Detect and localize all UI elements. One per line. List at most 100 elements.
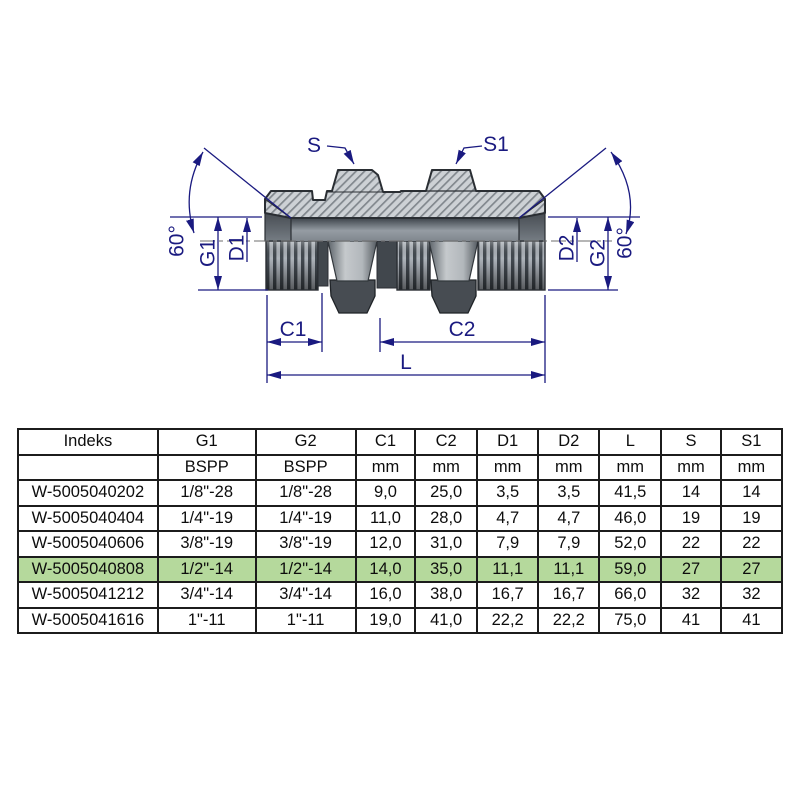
table-cell: 1/4"-19	[254, 504, 357, 532]
label-c2: C2	[449, 318, 476, 341]
table-cell: 3/4"-14	[156, 581, 257, 609]
technical-drawing: S S1 60° 60° G1 D1 D2 G2 C1 C2 L	[165, 133, 640, 383]
table-cell: 3,5	[537, 479, 601, 507]
table-cell: 11,1	[537, 555, 601, 583]
table-cell: 12,0	[354, 530, 417, 558]
hex-nut-s1	[428, 240, 479, 282]
table-cell: 3,5	[476, 479, 540, 507]
table-cell: 19,0	[354, 606, 417, 634]
table-cell: D2	[537, 428, 601, 456]
table-cell: 22,2	[476, 606, 540, 634]
table-cell: 41	[719, 606, 784, 634]
table-cell: 7,9	[476, 530, 540, 558]
hex-nut-s1-bottom	[430, 279, 477, 314]
table-cell: 41,5	[598, 479, 663, 507]
hex-nut-s	[327, 240, 378, 282]
table-cell: 41,0	[414, 606, 479, 634]
table-cell: W-5005041212	[17, 581, 159, 609]
table-cell: 3/4"-14	[254, 581, 357, 609]
table-cell: 25,0	[414, 479, 479, 507]
table-cell: 1/2"-14	[156, 555, 257, 583]
table-cell: 19	[719, 504, 784, 532]
table-cell: 75,0	[598, 606, 663, 634]
table-cell: mm	[414, 453, 479, 481]
table-cell: 22	[660, 530, 722, 558]
table-cell: W-5005040808	[17, 555, 159, 583]
table-cell: mm	[598, 453, 663, 481]
table-cell: 16,7	[476, 581, 540, 609]
label-g2: G2	[586, 239, 609, 267]
table-cell: W-5005041616	[17, 606, 159, 634]
table-cell: 59,0	[598, 555, 663, 583]
table-cell: BSPP	[254, 453, 357, 481]
table-cell: S	[660, 428, 722, 456]
table-cell: D1	[476, 428, 540, 456]
table-cell: 1/8"-28	[254, 479, 357, 507]
table-cell: G2	[254, 428, 357, 456]
table-cell: C2	[414, 428, 479, 456]
table-cell: 1/2"-14	[254, 555, 357, 583]
label-d2: D2	[555, 235, 578, 262]
table-cell: Indeks	[17, 428, 159, 456]
neck	[376, 240, 398, 289]
table-cell	[17, 453, 159, 481]
label-c1: C1	[280, 318, 307, 341]
label-g1: G1	[196, 239, 219, 267]
leader-s	[326, 145, 355, 165]
label-angle-right: 60°	[613, 227, 636, 259]
table-cell: W-5005040202	[17, 479, 159, 507]
table-cell: L	[598, 428, 663, 456]
table-cell: mm	[660, 453, 722, 481]
table-cell: 3/8"-19	[156, 530, 257, 558]
table-cell: W-5005040404	[17, 504, 159, 532]
table-cell: 27	[719, 555, 784, 583]
table-cell: 3/8"-19	[254, 530, 357, 558]
leader-s1	[455, 145, 483, 165]
table-cell: 28,0	[414, 504, 479, 532]
table-cell: W-5005040606	[17, 530, 159, 558]
table-cell: 27	[660, 555, 722, 583]
table-cell: 1/4"-19	[156, 504, 257, 532]
table-cell: 52,0	[598, 530, 663, 558]
section-profile	[264, 169, 546, 219]
table-cell: BSPP	[156, 453, 257, 481]
table-cell: 31,0	[414, 530, 479, 558]
table-cell: S1	[719, 428, 784, 456]
table-cell: 32	[660, 581, 722, 609]
table-cell: 14	[719, 479, 784, 507]
table-cell: 46,0	[598, 504, 663, 532]
table-cell: mm	[537, 453, 601, 481]
table-cell: 32	[719, 581, 784, 609]
table-cell: 11,0	[354, 504, 417, 532]
label-l: L	[400, 351, 412, 374]
fitting-lower-half	[265, 240, 546, 314]
table-cell: 11,1	[476, 555, 540, 583]
label-s1: S1	[483, 133, 509, 156]
table-cell: 19	[660, 504, 722, 532]
table-cell: 1"-11	[156, 606, 257, 634]
table-cell: C1	[354, 428, 417, 456]
hex-nut-s-bottom	[329, 279, 376, 314]
table-cell: mm	[476, 453, 540, 481]
table-cell: 35,0	[414, 555, 479, 583]
table-cell: 41	[660, 606, 722, 634]
table-cell: 1/8"-28	[156, 479, 257, 507]
table-cell: mm	[719, 453, 784, 481]
table-cell: 16,7	[537, 581, 601, 609]
table-cell: 16,0	[354, 581, 417, 609]
neck	[317, 240, 329, 287]
dimension-labels: S S1 60° 60° G1 D1 D2 G2 C1 C2 L	[165, 133, 636, 374]
table-cell: mm	[354, 453, 417, 481]
table-cell: 4,7	[537, 504, 601, 532]
table-cell: 1"-11	[254, 606, 357, 634]
